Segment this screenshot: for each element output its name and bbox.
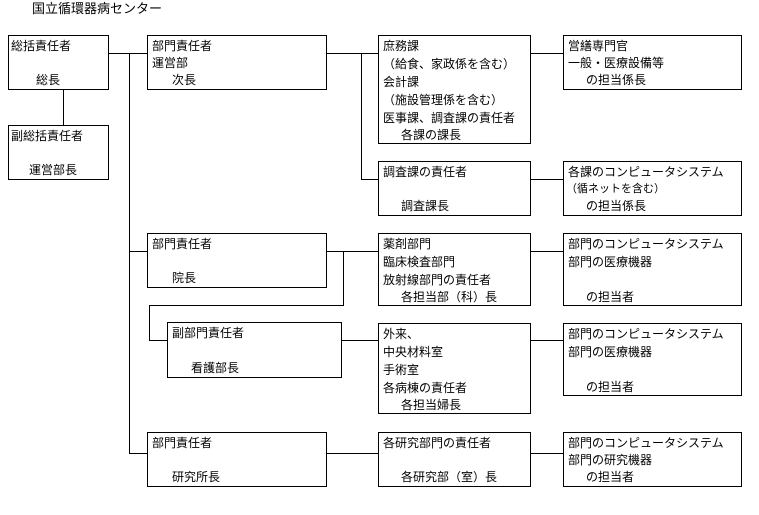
position-label: 看護部長 <box>191 361 240 375</box>
position-label: 各担当部（科）長 <box>401 290 498 304</box>
scope-label: 部門の研究機器 <box>568 453 653 467</box>
connector-main-spine <box>129 53 130 453</box>
scope-label: 部門のコンピュータシステム <box>568 436 724 450</box>
position-label: の担当係長 <box>586 199 647 213</box>
role-label: 総括責任者 <box>11 39 72 53</box>
connector-general-to-vice <box>63 89 64 125</box>
position-label: 各課の課長 <box>401 128 462 142</box>
box-nursing-units: 外来、 中央材料室 手術室 各病棟の責任者 各担当婦長 <box>378 323 531 414</box>
scope-label: 部門の医療機器 <box>568 345 653 359</box>
box-admin-sections: 庶務課 （給食、家政係を含む） 会計課 （施設管理係を含む） 医事課、調査課の責… <box>378 35 531 144</box>
position-label: 研究所長 <box>172 470 221 484</box>
connector-spine-to-hospital <box>129 251 147 252</box>
position-label: の担当者 <box>586 290 635 304</box>
connector-hospital-down <box>149 305 344 306</box>
position-label: 各担当婦長 <box>401 398 462 412</box>
section-line: 会計課 <box>383 75 420 89</box>
dept-line: 放射線部門の責任者 <box>383 273 492 287</box>
section-line: （施設管理係を含む） <box>383 93 504 107</box>
scope-label: （循ネットを含む） <box>566 182 665 195</box>
diagram-title: 国立循環器病センター <box>32 2 163 17</box>
section-line: 庶務課 <box>383 39 420 53</box>
box-survey-section: 調査課の責任者 調査課長 <box>378 161 531 216</box>
unit-line: 中央材料室 <box>383 345 444 359</box>
box-dept-hospital: 部門責任者 院長 <box>147 233 327 288</box>
connector-spine-to-research <box>129 453 147 454</box>
scope-label: 部門のコンピュータシステム <box>568 237 724 251</box>
unit-line: 各病棟の責任者 <box>383 381 468 395</box>
position-label: の担当係長 <box>586 73 647 87</box>
box-dept-admin: 部門責任者 運営部 次長 <box>147 35 327 90</box>
connector-hospital-branch <box>343 251 344 305</box>
connector-admin-to-sections <box>326 53 378 54</box>
dept-line: 薬剤部門 <box>383 237 432 251</box>
box-medical-depts: 薬剤部門 臨床検査部門 放射線部門の責任者 各担当部（科）長 <box>378 233 531 306</box>
dept-label: 運営部 <box>152 56 189 70</box>
connector-to-nursing-h <box>149 340 167 341</box>
box-facilities-officer: 営繕専門官 一般・医療設備等 の担当係長 <box>563 35 742 90</box>
role-label: 部門責任者 <box>152 39 213 53</box>
scope-label: 一般・医療設備等 <box>568 56 665 70</box>
box-nursing-computer: 部門のコンピュータシステム 部門の医療機器 の担当者 <box>563 323 742 396</box>
box-dept-research: 部門責任者 研究所長 <box>147 432 327 487</box>
box-research-depts: 各研究部門の責任者 各研究部（室）長 <box>378 432 531 487</box>
position-label: 調査課長 <box>401 199 450 213</box>
box-vice-general-manager: 副総括責任者 運営部長 <box>8 125 109 180</box>
connector-admin-branch <box>361 53 362 179</box>
box-sub-dept-nursing: 副部門責任者 看護部長 <box>167 322 342 378</box>
connector-branch-to-survey <box>361 179 378 180</box>
position-label: 各研究部（室）長 <box>401 470 498 484</box>
section-line: （給食、家政係を含む） <box>383 57 516 71</box>
box-section-computer: 各課のコンピュータシステム （循ネットを含む） の担当係長 <box>563 161 742 216</box>
box-medical-computer: 部門のコンピュータシステム 部門の医療機器 の担当者 <box>563 233 742 306</box>
position-label: 運営部長 <box>29 163 78 177</box>
position-label: 総長 <box>36 73 61 87</box>
unit-line: 外来、 <box>383 327 420 341</box>
role-label: 営繕専門官 <box>568 39 629 53</box>
position-label: 次長 <box>172 73 197 87</box>
box-research-computer: 部門のコンピュータシステム 部門の研究機器 の担当者 <box>563 432 742 487</box>
scope-label: 各課のコンピュータシステム <box>568 165 724 179</box>
role-label: 副部門責任者 <box>172 326 245 340</box>
connector-research-to-computer <box>530 453 563 454</box>
role-label: 部門責任者 <box>152 237 213 251</box>
scope-label: 部門の医療機器 <box>568 255 653 269</box>
connector-units-to-computer <box>530 340 563 341</box>
box-general-manager: 総括責任者 総長 <box>8 35 109 90</box>
connector-general-to-spine <box>108 53 147 54</box>
role-label: 副総括責任者 <box>11 129 84 143</box>
connector-research-to-depts <box>326 453 378 454</box>
position-label: の担当者 <box>586 470 635 484</box>
connector-hospital-to-medical <box>326 251 378 252</box>
scope-label: 部門のコンピュータシステム <box>568 327 724 341</box>
unit-line: 手術室 <box>383 363 420 377</box>
role-label: 部門責任者 <box>152 436 213 450</box>
dept-line: 臨床検査部門 <box>383 255 456 269</box>
role-label: 各研究部門の責任者 <box>383 436 492 450</box>
connector-survey-to-computer <box>530 179 563 180</box>
connector-to-nursing <box>149 305 150 341</box>
connector-medical-to-computer <box>530 251 563 252</box>
position-label: の担当者 <box>586 380 635 394</box>
role-label: 調査課の責任者 <box>383 165 468 179</box>
position-label: 院長 <box>172 271 197 285</box>
section-line: 医事課、調査課の責任者 <box>383 111 516 125</box>
connector-sections-to-facilities <box>530 53 563 54</box>
connector-nursing-to-units <box>341 340 378 341</box>
